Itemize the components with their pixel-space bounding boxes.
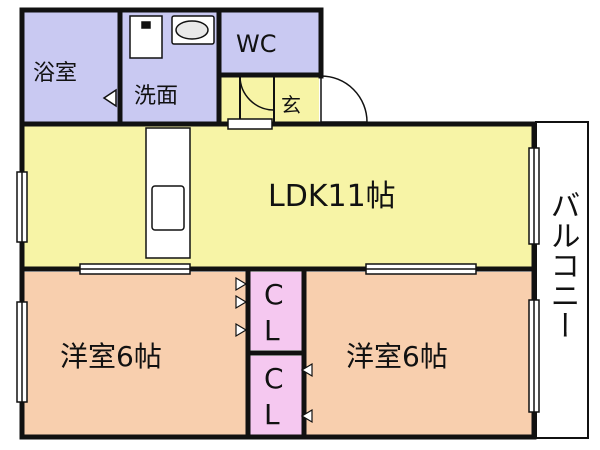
entrance-area bbox=[221, 76, 319, 122]
bath-door-mark bbox=[102, 88, 117, 108]
wc-room bbox=[221, 12, 319, 74]
ldk-label: LDK11帖 bbox=[268, 179, 396, 214]
entrance-door bbox=[320, 75, 368, 123]
bath-room bbox=[24, 12, 118, 122]
bath-label: 浴室 bbox=[33, 61, 77, 86]
balcony-label: バルコニー bbox=[545, 190, 580, 340]
closet-door-marks bbox=[235, 276, 313, 424]
western-left-label: 洋室6帖 bbox=[60, 340, 162, 373]
toilet-fixture bbox=[171, 15, 215, 45]
western-room-left bbox=[24, 272, 246, 435]
western-right-label: 洋室6帖 bbox=[346, 340, 448, 373]
closet-top-c: C bbox=[264, 278, 284, 311]
western-room-right bbox=[306, 272, 532, 435]
wash-label: 洗面 bbox=[134, 84, 178, 109]
closet-top-l: L bbox=[264, 314, 280, 347]
washbasin-fixture bbox=[129, 15, 163, 59]
balcony bbox=[535, 121, 589, 439]
ldk-room bbox=[24, 126, 532, 267]
closet-top bbox=[250, 272, 302, 350]
kitchen-counter bbox=[145, 127, 191, 259]
entrance-partitions bbox=[239, 76, 275, 122]
closet-bottom-c: C bbox=[264, 362, 284, 395]
entrance-label: 玄 bbox=[281, 93, 301, 117]
window-marks bbox=[16, 118, 540, 413]
wc-door bbox=[239, 75, 275, 111]
closet-bottom-l: L bbox=[264, 398, 280, 431]
closet-bottom bbox=[250, 356, 302, 435]
wc-label: WC bbox=[236, 30, 277, 58]
